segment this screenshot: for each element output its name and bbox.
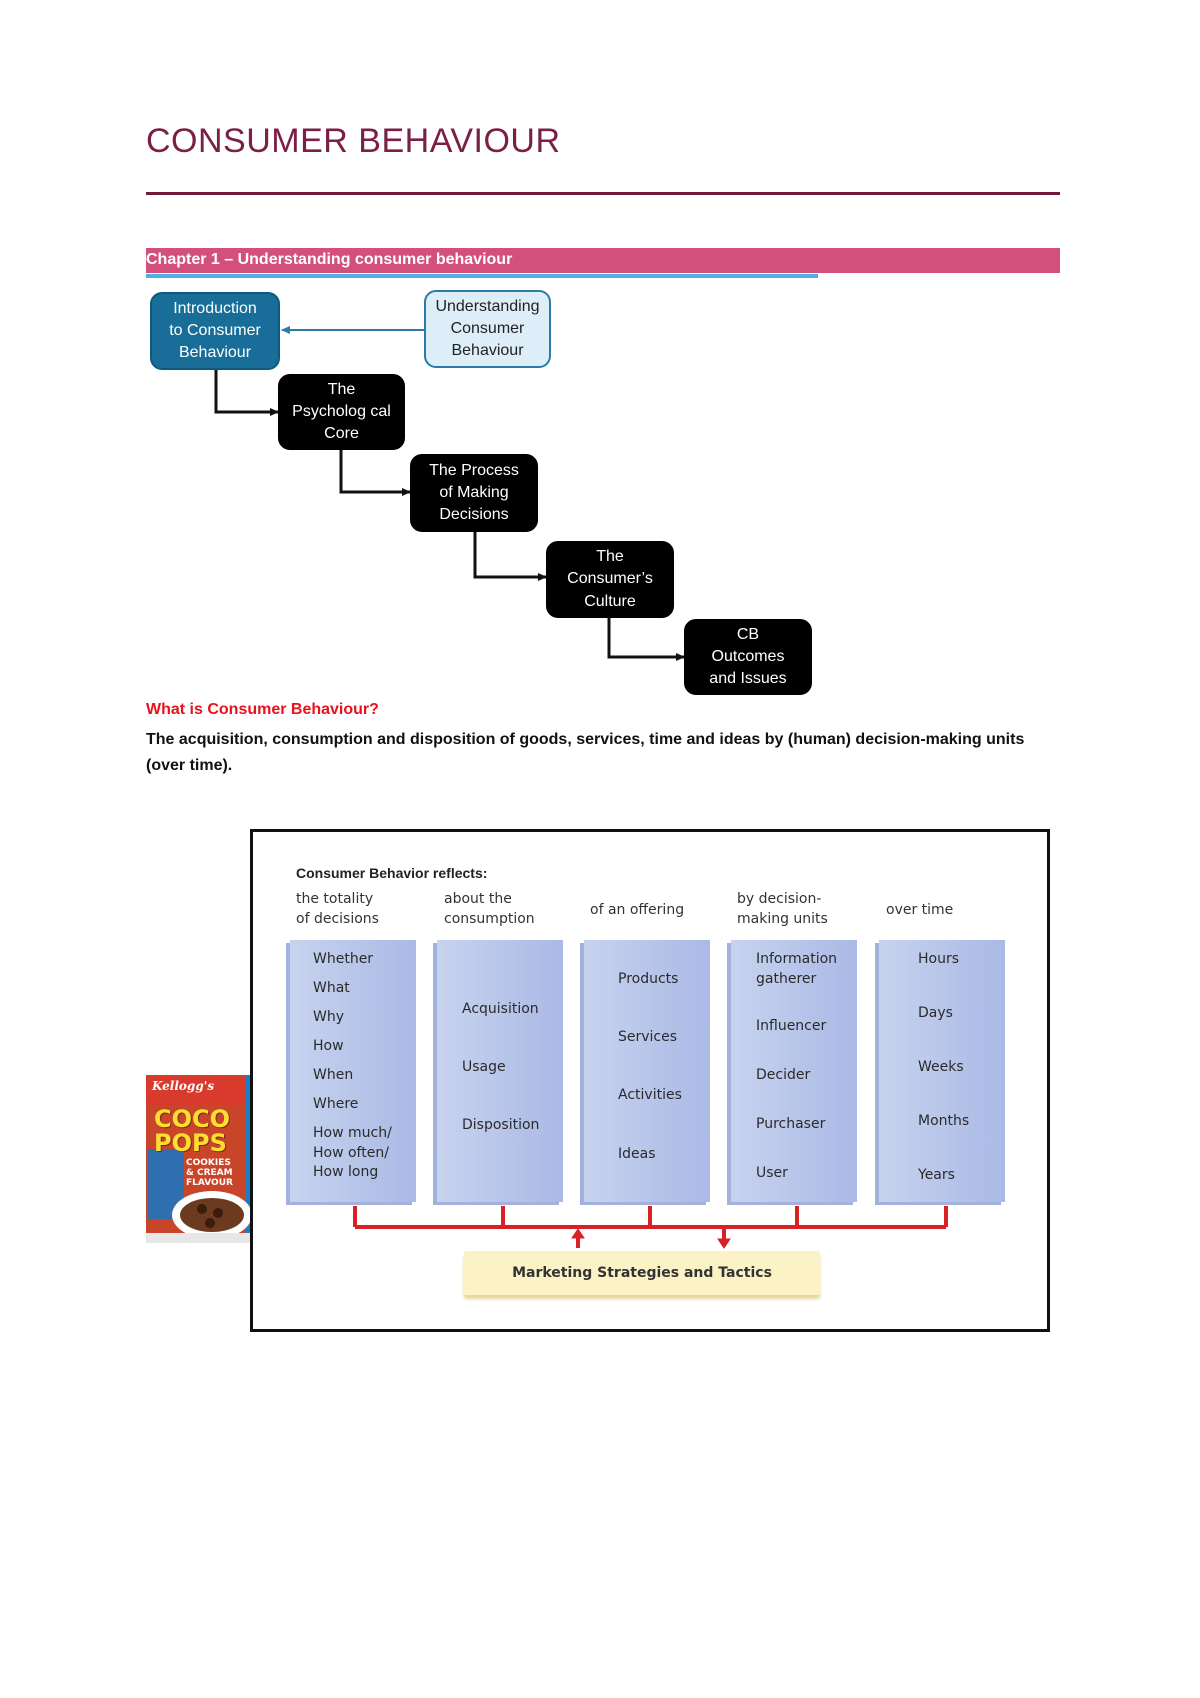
document-title: CONSUMER BEHAVIOUR bbox=[146, 122, 561, 160]
column-item: How much/ How often/ How long bbox=[313, 1125, 392, 1181]
column-item: Days bbox=[918, 1005, 953, 1021]
column-item: User bbox=[756, 1165, 788, 1181]
connector-up-arrowhead bbox=[571, 1228, 585, 1239]
flow-box-consumer-culture: The Consumer’s Culture bbox=[546, 541, 674, 618]
definition-text: The acquisition, consumption and disposi… bbox=[146, 731, 1025, 775]
column-item: Usage bbox=[462, 1059, 506, 1075]
column-item: Information gatherer bbox=[756, 951, 838, 987]
marketing-strategies-label: Marketing Strategies and Tactics bbox=[512, 1265, 772, 1281]
column-item: What bbox=[313, 980, 350, 996]
column-heading-time: over time bbox=[886, 902, 954, 918]
chapter-heading: Chapter 1 – Understanding consumer behav… bbox=[146, 251, 513, 268]
column-item: Ideas bbox=[618, 1146, 656, 1162]
flow-box-psychological-core: The Psycholog cal Core bbox=[278, 374, 405, 450]
column-item: Purchaser bbox=[756, 1116, 826, 1132]
column-item: Disposition bbox=[462, 1117, 540, 1133]
column-item: Acquisition bbox=[462, 1001, 539, 1017]
column-item: Decider bbox=[756, 1067, 811, 1083]
column-item: Products bbox=[618, 971, 679, 987]
cereal-product-name: COCO POPS bbox=[154, 1105, 231, 1157]
connector-down-arrowhead bbox=[717, 1238, 731, 1249]
column-box-decisions bbox=[290, 940, 416, 1202]
flow-box-decision-process: The Process of Making Decisions bbox=[410, 454, 538, 532]
connector-psych-to-process bbox=[339, 450, 411, 496]
connector-intro-to-psych bbox=[214, 370, 279, 416]
figure-title: Consumer Behavior reflects: bbox=[296, 865, 488, 881]
definition-question: What is Consumer Behaviour? bbox=[146, 701, 379, 718]
column-item: Whether bbox=[313, 951, 374, 967]
column-item: Where bbox=[313, 1096, 359, 1112]
column-heading-decisions: the totality of decisions bbox=[296, 891, 379, 927]
column-item: Why bbox=[313, 1009, 345, 1025]
column-item: How bbox=[313, 1038, 344, 1054]
column-box-time bbox=[879, 940, 1005, 1202]
column-item: When bbox=[313, 1067, 354, 1083]
chapter-heading-bar bbox=[146, 248, 1060, 273]
connector-culture-to-outcomes bbox=[607, 618, 685, 661]
column-heading-consumption: about the consumption bbox=[444, 891, 535, 927]
column-box-offering bbox=[584, 940, 710, 1202]
column-item: Weeks bbox=[918, 1059, 964, 1075]
marketing-strategies-box: Marketing Strategies and Tactics bbox=[464, 1251, 820, 1295]
connector-process-to-culture bbox=[473, 532, 547, 581]
flow-box-introduction: Introduction to Consumer Behaviour bbox=[150, 292, 280, 370]
column-item: Activities bbox=[618, 1087, 682, 1103]
title-divider bbox=[146, 192, 1060, 195]
cereal-flavour-label: COOKIES & CREAM FLAVOUR bbox=[186, 1158, 233, 1188]
cereal-brand-logo: Kellogg's bbox=[152, 1079, 215, 1093]
column-box-decision-units bbox=[731, 940, 857, 1202]
column-heading-decision-units: by decision- making units bbox=[737, 891, 828, 927]
column-heading-offering: of an offering bbox=[590, 902, 685, 918]
column-item: Years bbox=[918, 1167, 955, 1183]
flowchart-connectors bbox=[214, 326, 685, 661]
flow-box-understanding: Understanding Consumer Behaviour bbox=[424, 290, 551, 368]
column-item: Services bbox=[618, 1029, 678, 1045]
column-item: Influencer bbox=[756, 1018, 827, 1034]
column-item: Months bbox=[918, 1113, 970, 1129]
chapter-underline bbox=[146, 274, 818, 278]
column-box-consumption bbox=[437, 940, 563, 1202]
column-item: Hours bbox=[918, 951, 960, 967]
flow-box-cb-outcomes: CB Outcomes and Issues bbox=[684, 619, 812, 695]
